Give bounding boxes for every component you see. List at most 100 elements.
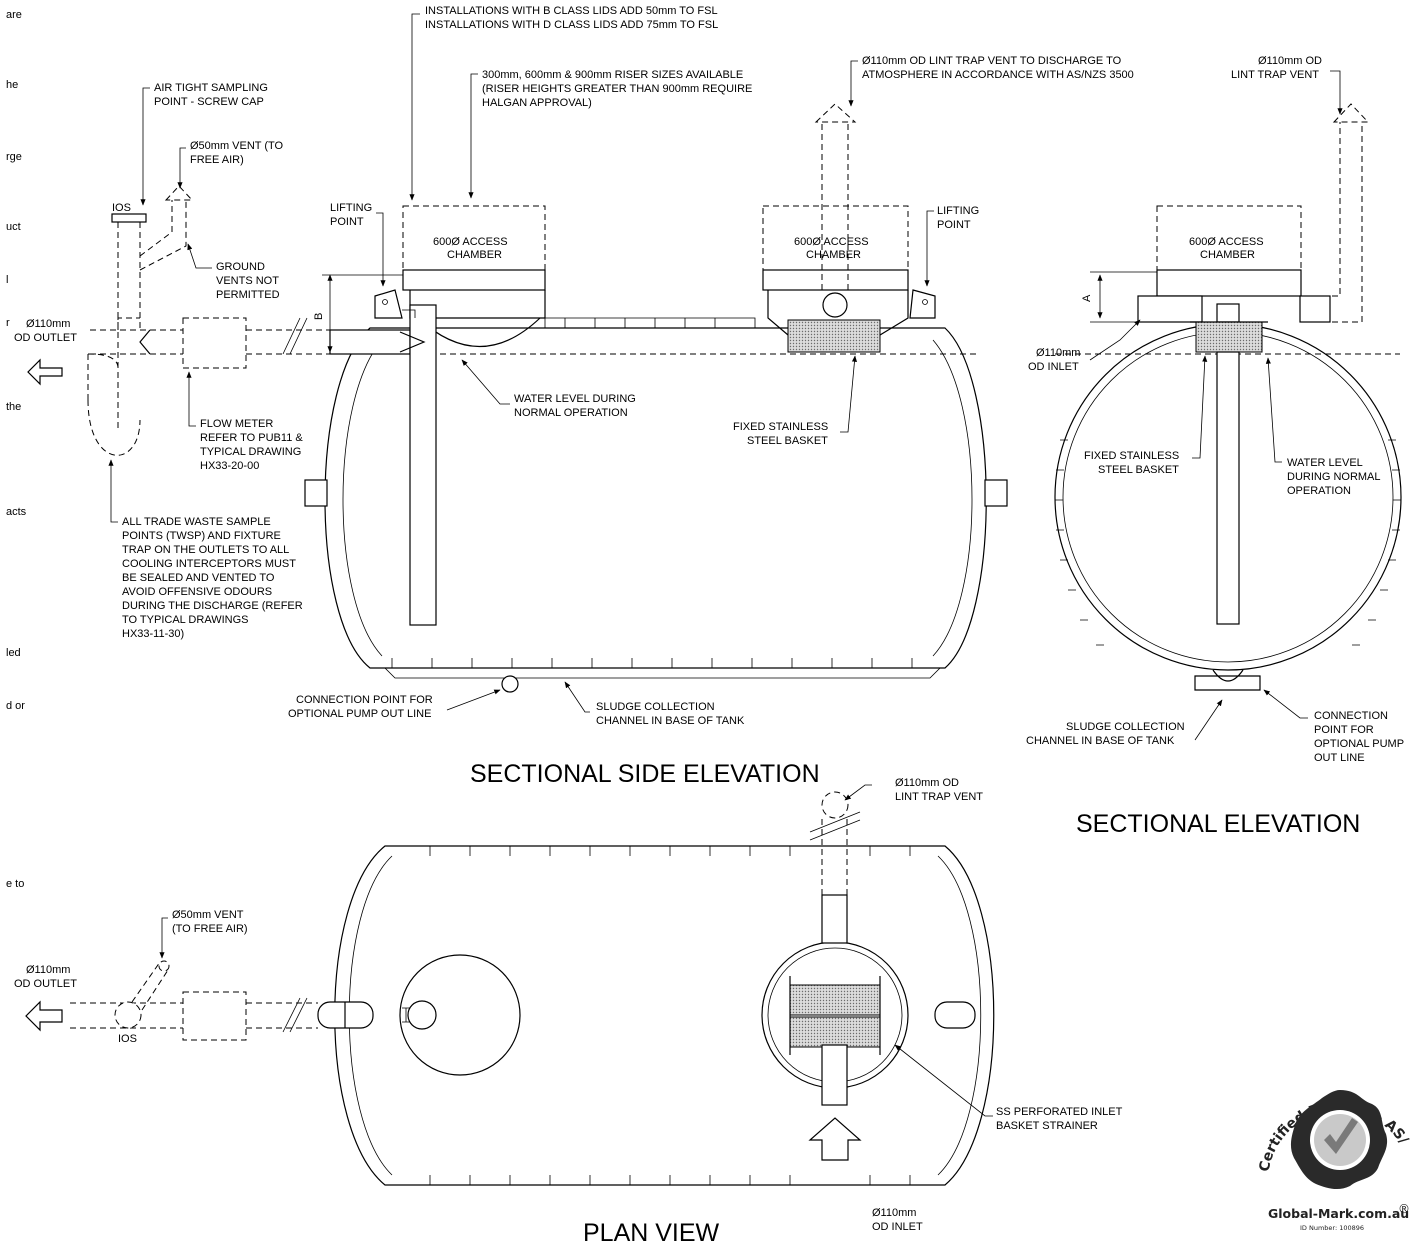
check-icon [1324, 1118, 1358, 1154]
left-fragment: uct [6, 221, 21, 233]
access-chamber-2-line2: CHAMBER [806, 249, 861, 261]
riser-1 [402, 205, 546, 271]
access-chamber-1-line2: CHAMBER [447, 249, 502, 261]
water-level-side-line1: WATER LEVEL DURING [514, 393, 636, 405]
outlet-pipe [329, 329, 411, 355]
plan-view-title: PLAN VIEW [583, 1219, 720, 1247]
sludge-sectional-line1: SLUDGE COLLECTION [1066, 721, 1185, 733]
lifting-right-line2: POINT [937, 219, 971, 231]
water-sectional-line2: DURING NORMAL [1287, 471, 1381, 483]
access-sectional-line1: 600Ø ACCESS [1189, 236, 1264, 248]
riser-note-line2: (RISER HEIGHTS GREATER THAN 900mm REQUIR… [482, 83, 752, 95]
plan-flow-meter [182, 991, 247, 1041]
left-fragment: led [6, 647, 21, 659]
riser-2 [762, 205, 909, 271]
fixed-basket-sectional [1195, 321, 1263, 353]
trade-waste-note: ALL TRADE WASTE SAMPLE POINTS (TWSP) AND… [122, 516, 303, 640]
plan-vent-line2: LINT TRAP VENT [895, 791, 983, 803]
trade-waste-line: ALL TRADE WASTE SAMPLE [122, 516, 271, 528]
seal-registered: ® [1398, 1202, 1410, 1216]
lint-vent-right-line2: LINT TRAP VENT [1231, 69, 1319, 81]
lint-vent-note-line2: ATMOSPHERE IN ACCORDANCE WITH AS/NZS 350… [862, 69, 1134, 81]
side-lug-right [984, 479, 1008, 507]
left-fragment: are [6, 9, 22, 21]
trade-waste-line: HX33-11-30) [122, 628, 184, 640]
plan-inlet-pipe [821, 1044, 848, 1106]
trade-waste-line: POINTS (TWSP) AND FIXTURE [122, 530, 281, 542]
pump-sectional-line1: CONNECTION [1314, 710, 1388, 722]
lifting-left-line1: LIFTING [330, 202, 372, 214]
lint-vent-opening [822, 292, 848, 318]
plan-inlet-line2: OD INLET [872, 1221, 923, 1233]
sampling-point-line2: POINT - SCREW CAP [154, 96, 264, 108]
trade-waste-line: TO TYPICAL DRAWINGS [122, 614, 249, 626]
trade-waste-line: BE SEALED AND VENTED TO [122, 572, 275, 584]
left-note-fragments: are he rge uct l r the acts led d or e t… [6, 9, 27, 890]
fixed-basket-side [787, 319, 881, 353]
left-fragment: he [6, 79, 18, 91]
vent50-line2: FREE AIR) [190, 154, 244, 166]
access-chamber-2-neck [762, 269, 909, 291]
left-fragment: l [6, 274, 8, 286]
inlet-sectional-line2: OD INLET [1028, 361, 1079, 373]
flow-meter-line1: FLOW METER [200, 418, 273, 430]
lifting-right-line1: LIFTING [937, 205, 979, 217]
outlet-label-line2: OD OUTLET [14, 332, 77, 344]
riser-sectional [1156, 205, 1302, 271]
left-fragment: e to [6, 878, 24, 890]
dip-pipe-sectional [1216, 351, 1240, 625]
side-lug-left [304, 479, 328, 507]
plan-inlet-line1: Ø110mm [872, 1207, 916, 1219]
outlet-arrow [27, 358, 63, 386]
trade-waste-line: DURING THE DISCHARGE (REFER [122, 600, 303, 612]
pump-sectional-line2: POINT FOR [1314, 724, 1374, 736]
trade-waste-line: TRAP ON THE OUTLETS TO ALL [122, 544, 289, 556]
flow-meter [182, 317, 247, 369]
dim-b: B [313, 313, 325, 320]
water-level-side-line2: NORMAL OPERATION [514, 407, 628, 419]
plan-vent-line1: Ø110mm OD [895, 777, 959, 789]
left-fragment: rge [6, 151, 22, 163]
ground-vents-line1: GROUND [216, 261, 265, 273]
sectional-elevation-title: SECTIONAL ELEVATION [1076, 810, 1360, 838]
ios-cap [111, 213, 147, 223]
flow-meter-line4: HX33-20-00 [200, 460, 259, 472]
pump-sectional-line3: OPTIONAL PUMP [1314, 738, 1404, 750]
dip-pipe [409, 304, 437, 626]
top-notes: INSTALLATIONS WITH B CLASS LIDS ADD 50mm… [409, 5, 1343, 201]
pump-sectional-line4: OUT LINE [1314, 752, 1365, 764]
water-sectional-line3: OPERATION [1287, 485, 1351, 497]
side-elevation-title: SECTIONAL SIDE ELEVATION [470, 760, 820, 788]
pump-out-line1: CONNECTION POINT FOR [296, 694, 433, 706]
sludge-sectional-line2: CHANNEL IN BASE OF TANK [1026, 735, 1175, 747]
trade-waste-line: COOLING INTERCEPTORS MUST [122, 558, 296, 570]
left-fragment: acts [6, 506, 27, 518]
access-chamber-sectional-neck [1156, 269, 1302, 297]
lifting-point-left [374, 289, 403, 319]
water-sectional-line1: WATER LEVEL [1287, 457, 1363, 469]
lint-vent-note-line1: Ø110mm OD LINT TRAP VENT TO DISCHARGE TO [862, 55, 1122, 67]
left-fragment: r [6, 317, 10, 329]
basket-sectional-line2: STEEL BASKET [1098, 464, 1179, 476]
pump-out-line2: OPTIONAL PUMP OUT LINE [288, 708, 431, 720]
lifting-point-right [909, 289, 936, 319]
sludge-side-line2: CHANNEL IN BASE OF TANK [596, 715, 745, 727]
sampling-point-line1: AIR TIGHT SAMPLING [154, 82, 268, 94]
basket-sectional-line1: FIXED STAINLESS [1084, 450, 1179, 462]
ground-vents-line3: PERMITTED [216, 289, 280, 301]
access-sectional-line2: CHAMBER [1200, 249, 1255, 261]
access-chamber-1-line1: 600Ø ACCESS [433, 236, 508, 248]
outlet-label-line1: Ø110mm [26, 318, 70, 330]
fsl-note-line1: INSTALLATIONS WITH B CLASS LIDS ADD 50mm… [425, 5, 718, 17]
riser-note-line1: 300mm, 600mm & 900mm RISER SIZES AVAILAB… [482, 69, 743, 81]
ground-vents-line2: VENTS NOT [216, 275, 279, 287]
plan-basket-top [789, 984, 881, 1016]
plan-outlet-arrow [25, 1000, 63, 1032]
plan-outlet-line1: Ø110mm [26, 964, 70, 976]
basket-side-line2: STEEL BASKET [747, 435, 828, 447]
dim-a: A [1081, 294, 1093, 302]
sectional-elevation: 600Ø ACCESS CHAMBER A Ø110mm OD INLET FI… [1026, 103, 1404, 838]
riser-note-line3: HALGAN APPROVAL) [482, 97, 592, 109]
plan-basket-bottom [789, 1016, 881, 1048]
inlet-sectional-line1: Ø110mm [1036, 347, 1080, 359]
